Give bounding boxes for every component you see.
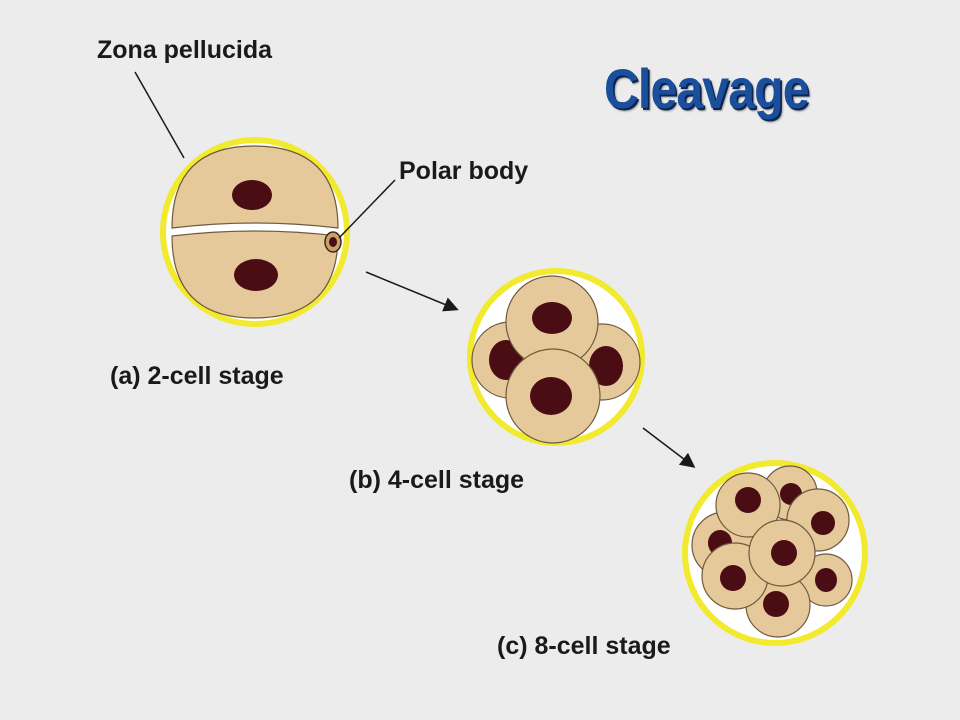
nucleus-bottom bbox=[234, 259, 278, 291]
arrow-a-to-b bbox=[365, 271, 459, 312]
nucleus-5 bbox=[720, 565, 746, 591]
nucleus-top bbox=[232, 180, 272, 210]
polar-body-leader bbox=[338, 179, 396, 239]
label-eight-cell-stage: (c) 8-cell stage bbox=[497, 632, 671, 660]
label-zona-pellucida: Zona pellucida bbox=[97, 36, 273, 64]
label-two-cell-stage: (a) 2-cell stage bbox=[110, 362, 284, 390]
nucleus-right bbox=[589, 346, 623, 386]
four-cell-embryo bbox=[467, 268, 645, 446]
zona-pellucida-leader bbox=[134, 71, 185, 159]
arrow-b-to-c bbox=[642, 427, 696, 468]
two-cell-embryo bbox=[160, 137, 350, 327]
diagram-title: Cleavage bbox=[604, 57, 809, 120]
nucleus-8 bbox=[771, 540, 797, 566]
nucleus-bottom bbox=[530, 377, 572, 415]
polar-body-core bbox=[329, 237, 337, 247]
nucleus-4 bbox=[763, 591, 789, 617]
nucleus-top bbox=[532, 302, 572, 334]
nucleus-6 bbox=[735, 487, 761, 513]
nucleus-7 bbox=[811, 511, 835, 535]
nucleus-3 bbox=[815, 568, 837, 592]
label-polar-body: Polar body bbox=[399, 157, 529, 185]
label-four-cell-stage: (b) 4-cell stage bbox=[349, 466, 525, 494]
eight-cell-embryo bbox=[682, 460, 868, 646]
